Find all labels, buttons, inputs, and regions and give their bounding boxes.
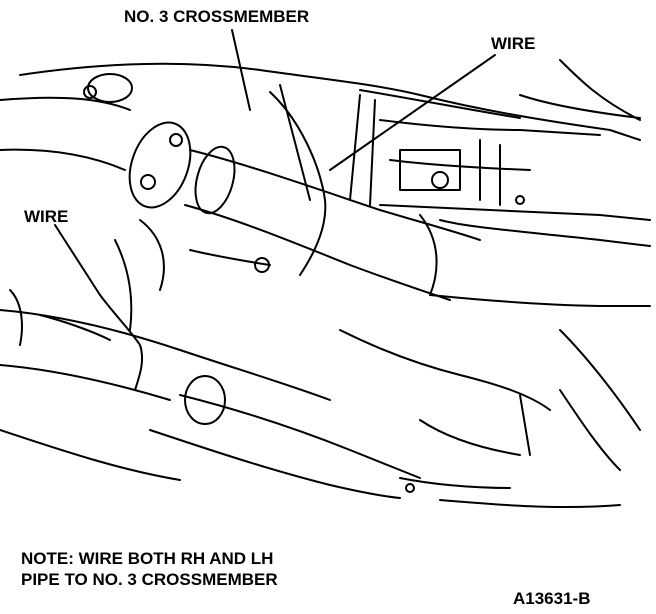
exhaust-pipe-upper bbox=[0, 73, 192, 209]
wire-label-right: WIRE bbox=[491, 34, 536, 53]
floor-lower bbox=[0, 429, 181, 481]
hanger-bracket bbox=[114, 219, 271, 331]
wire-left bbox=[54, 224, 144, 391]
crossmember-label: NO. 3 CROSSMEMBER bbox=[124, 7, 310, 26]
exhaust-pipe-lower bbox=[0, 289, 331, 401]
frame-rail bbox=[439, 329, 641, 509]
floor-pan bbox=[19, 59, 641, 141]
crossmember-leader-line bbox=[231, 29, 251, 111]
wire-right bbox=[269, 54, 496, 276]
note-line-2: PIPE TO NO. 3 CROSSMEMBER bbox=[21, 570, 278, 589]
figure-id: A13631-B bbox=[513, 589, 591, 608]
crossmember bbox=[349, 94, 651, 221]
wire-label-left: WIRE bbox=[24, 207, 69, 226]
exhaust-illustration bbox=[0, 29, 651, 509]
converter bbox=[149, 329, 551, 499]
exhaust-pipe-main bbox=[184, 145, 651, 307]
note-text: NOTE: WIRE BOTH RH AND LH PIPE TO NO. 3 … bbox=[21, 548, 278, 590]
note-line-1: NOTE: WIRE BOTH RH AND LH bbox=[21, 549, 274, 568]
